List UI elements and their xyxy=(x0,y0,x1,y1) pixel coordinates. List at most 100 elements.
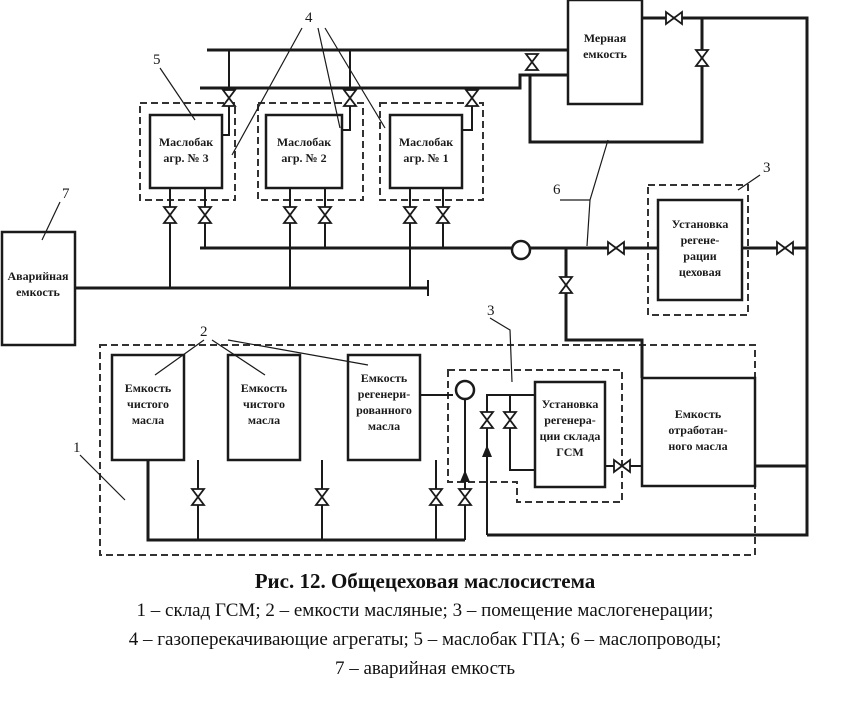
box-line: емкость xyxy=(583,47,627,61)
valve-icon xyxy=(428,488,444,506)
down-to-gsm-line xyxy=(564,248,644,378)
clean-oil-tank-2: Емкость чистого масла xyxy=(226,353,302,462)
oil-tank-unit-1: Маслобак агр. № 1 xyxy=(388,113,464,190)
unit1-outlets xyxy=(409,188,444,288)
box-line: емкость xyxy=(16,285,60,299)
box-line: Емкость xyxy=(125,381,172,395)
box-line: агр. № 1 xyxy=(403,151,448,165)
box-line: агр. № 3 xyxy=(163,151,208,165)
box-line: рованного xyxy=(356,403,412,417)
valve-icon xyxy=(607,240,625,256)
oil-tank-unit-2: Маслобак агр. № 2 xyxy=(264,113,344,190)
valve-icon xyxy=(317,206,333,224)
leader-line-6 xyxy=(560,139,609,247)
leader-line-7 xyxy=(41,201,61,241)
callout-1: 1 xyxy=(73,440,81,456)
measuring-tank-right-branch xyxy=(528,18,704,144)
valve-icon xyxy=(314,488,330,506)
gpa-unit-2-enclosure xyxy=(257,102,364,201)
box-line: ГСМ xyxy=(556,445,583,459)
box-line: Мерная xyxy=(584,31,627,45)
valve-icon xyxy=(221,89,237,107)
valve-icon xyxy=(613,458,631,474)
valve-icon xyxy=(162,206,178,224)
box-line: ции склада xyxy=(540,429,601,443)
valve-icon xyxy=(776,240,794,256)
callout-2: 2 xyxy=(200,324,208,340)
box-line: Маслобак xyxy=(159,135,213,149)
box-line: Аварийная xyxy=(7,269,69,283)
box-line: чистого xyxy=(127,397,169,411)
valve-icon xyxy=(464,89,480,107)
gsm-regen-loop xyxy=(464,394,535,540)
measuring-tank-right-line xyxy=(487,16,809,537)
box-line: цеховая xyxy=(679,265,722,279)
box-line: Емкость xyxy=(675,407,722,421)
box-line: Маслобак xyxy=(277,135,331,149)
callout-4: 4 xyxy=(305,10,313,26)
leader-line-1 xyxy=(79,454,126,501)
valve-icon xyxy=(190,488,206,506)
valve-icon xyxy=(457,488,473,506)
box-line: регене- xyxy=(681,233,720,247)
unit2-outlets xyxy=(289,188,326,288)
oil-system-diagram: Маслобак агр. № 3 Маслобак агр. № 2 Маслоб… xyxy=(0,0,809,556)
valve-icon xyxy=(479,411,495,429)
box-line: ного масла xyxy=(668,439,727,453)
flow-arrow-icon xyxy=(460,470,470,482)
box-line: Маслобак xyxy=(399,135,453,149)
valve-icon xyxy=(282,206,298,224)
regen-room-gsm xyxy=(447,369,623,503)
figure-caption: Рис. 12. Общецеховая маслосистема 1 – ск… xyxy=(0,566,850,683)
box-line: регенера- xyxy=(544,413,596,427)
valve-icon xyxy=(402,206,418,224)
callout-3-gsm: 3 xyxy=(487,303,495,319)
box-line: отработан- xyxy=(668,423,727,437)
legend-line: 4 – газоперекачивающие агрегаты; 5 – мас… xyxy=(128,629,722,650)
unit2-drop xyxy=(342,50,351,131)
leader-line-4 xyxy=(231,27,386,156)
shop-regeneration-unit: Установка регене-рации цеховая xyxy=(656,198,744,302)
unit3-outlets xyxy=(169,188,206,288)
leader-line-5 xyxy=(159,67,196,121)
leader-line-3-shop xyxy=(737,174,761,191)
box-line: масла xyxy=(248,413,280,427)
box-line: масла xyxy=(132,413,164,427)
valve-icon xyxy=(558,276,574,294)
unit3-drop xyxy=(222,50,230,136)
box-line: Емкость xyxy=(361,371,408,385)
box-line: агр. № 2 xyxy=(281,151,326,165)
box-line: Емкость xyxy=(241,381,288,395)
caption-title: Рис. 12. Общецеховая маслосистема xyxy=(254,569,596,593)
clean-oil-tank-1: Емкость чистого масла xyxy=(110,353,186,462)
valve-icon xyxy=(197,206,213,224)
emergency-tank: Аварийная емкость xyxy=(0,230,77,347)
valve-icon xyxy=(342,89,358,107)
box-line: чистого xyxy=(243,397,285,411)
callout-5: 5 xyxy=(153,52,161,68)
valve-icon xyxy=(435,206,451,224)
warehouse-bottom-line xyxy=(146,458,465,542)
measuring-tank: Мерная емкость xyxy=(566,0,644,106)
box-line: Установка xyxy=(672,217,729,231)
flow-arrow-icon xyxy=(482,445,492,457)
callout-7: 7 xyxy=(62,186,70,202)
gpa-unit-3-enclosure xyxy=(139,102,236,201)
valve-icon xyxy=(524,53,540,71)
box-line: рации xyxy=(683,249,717,263)
legend-line: 1 – склад ГСМ; 2 – емкости масляные; 3 –… xyxy=(136,600,714,621)
leader-line-3-gsm xyxy=(489,317,513,383)
oil-line-upper xyxy=(200,73,568,90)
